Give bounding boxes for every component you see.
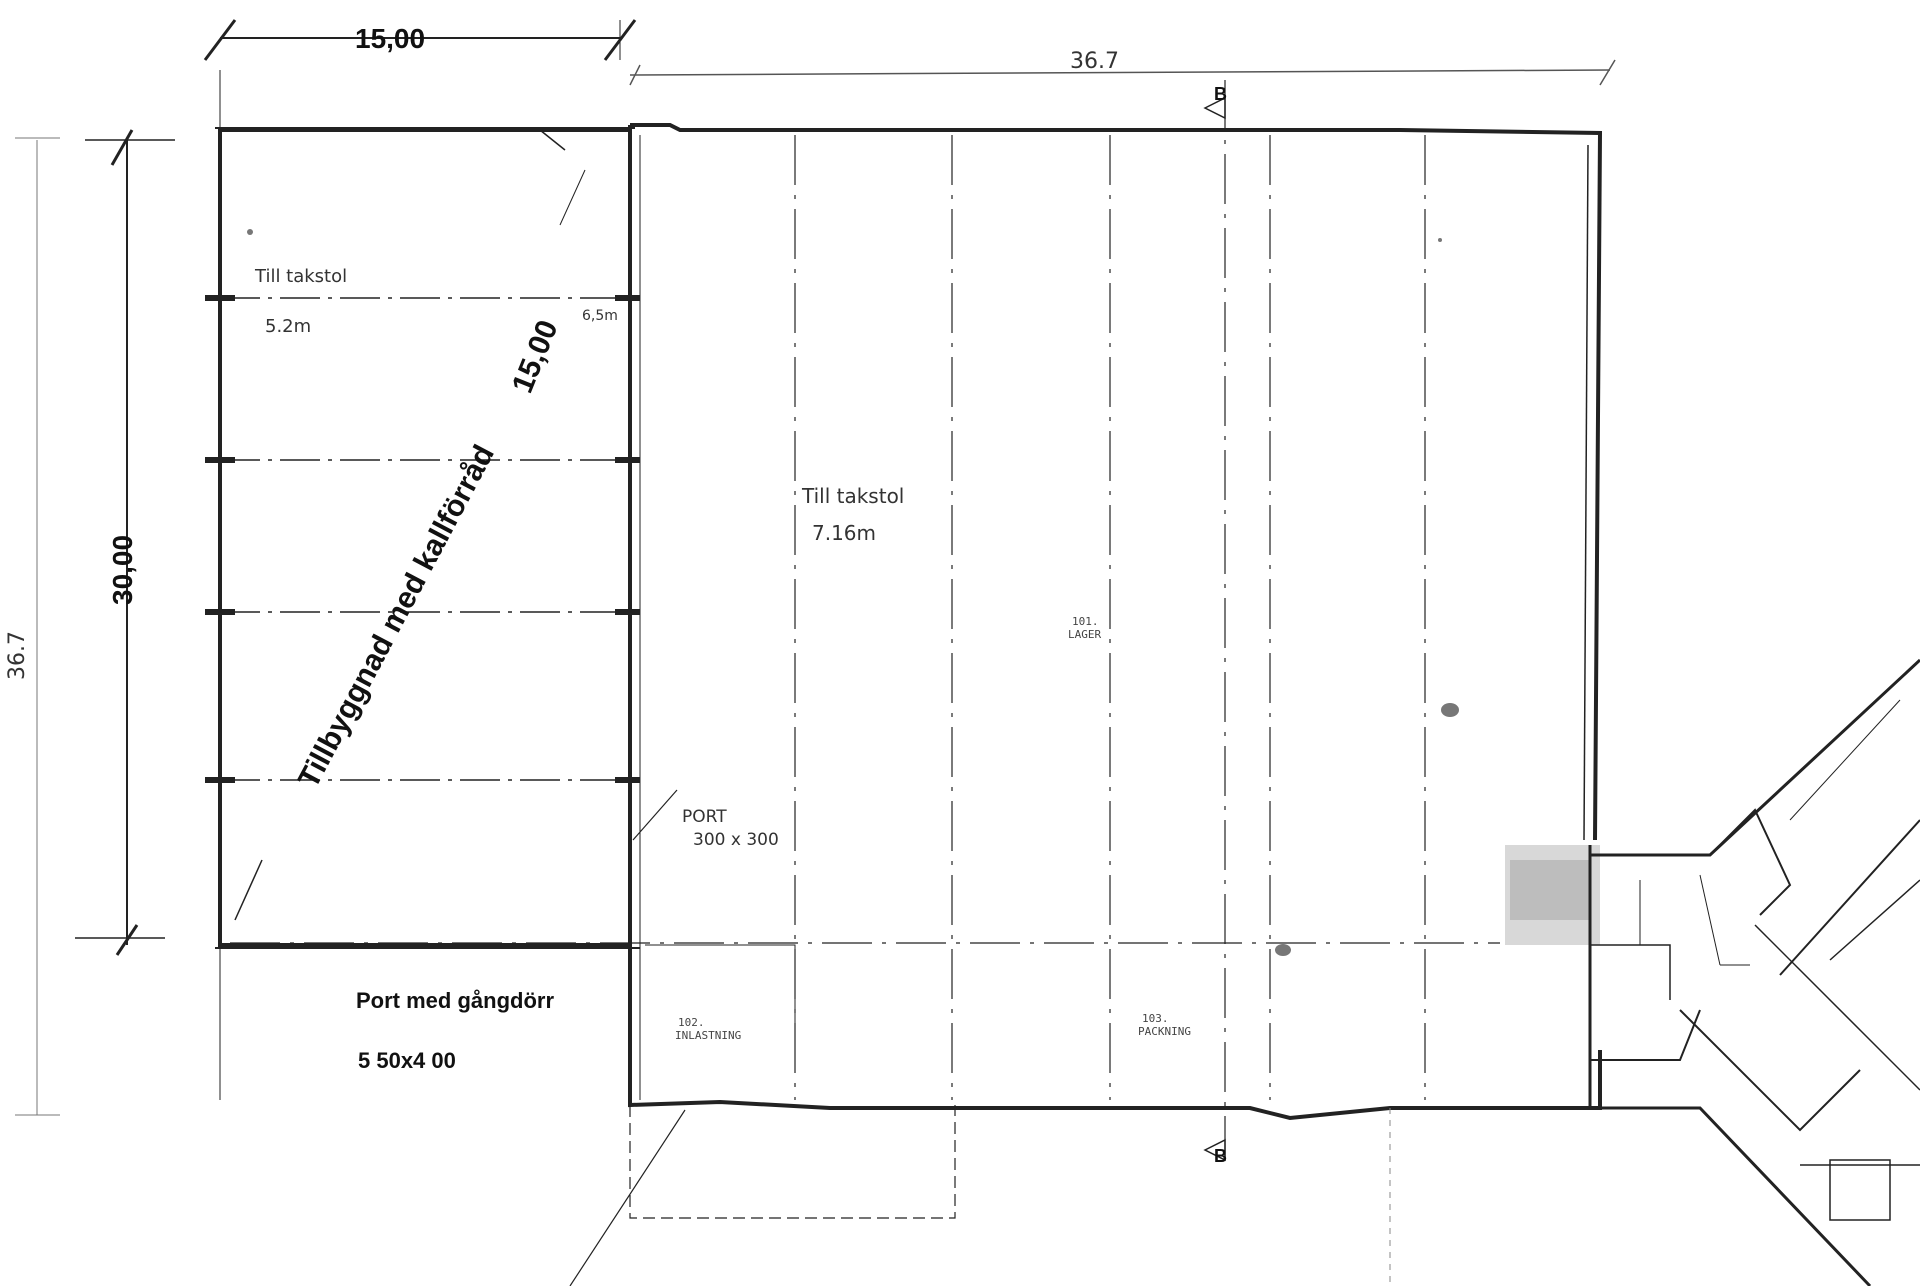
section-mark-top: B (1203, 84, 1227, 120)
svg-text:103.: 103. (1142, 1012, 1169, 1025)
addition-title: Tillbyggnad med kallförråd (292, 440, 501, 794)
room-inlastning: 102. INLASTNING (675, 1016, 741, 1042)
door-size: 5 50x4 00 (358, 1048, 456, 1073)
warehouse-ceiling-height: 7.16m (812, 521, 876, 545)
section-mark-bottom: B (1203, 1138, 1227, 1166)
dimension-top-addition: 15,00 (355, 23, 425, 54)
svg-text:LAGER: LAGER (1068, 628, 1101, 641)
dimension-left-total: 36.7 (5, 631, 30, 680)
svg-text:101.: 101. (1072, 615, 1099, 628)
addition-ceiling-label: Till takstol (254, 266, 347, 287)
office-wing (1505, 658, 1920, 1286)
dimension-small-height: 6,5m (582, 308, 618, 324)
svg-text:INLASTNING: INLASTNING (675, 1029, 741, 1042)
dimension-top-total: 36.7 (1070, 49, 1119, 74)
svg-text:B: B (1214, 84, 1227, 104)
port-label: PORT (682, 807, 727, 827)
dimension-lines (15, 19, 1616, 1116)
dimension-left-addition: 30,00 (107, 535, 138, 605)
warehouse-ceiling-label: Till takstol (801, 484, 904, 508)
port-size: 300 x 300 (693, 830, 779, 850)
svg-text:B: B (1214, 1146, 1227, 1166)
room-lager: 101. LAGER (1068, 615, 1101, 641)
room-packning: 103. PACKNING (1138, 1012, 1191, 1038)
warehouse-building (230, 80, 1603, 1286)
svg-text:102.: 102. (678, 1016, 705, 1029)
dimension-diagonal: 15,00 (506, 316, 565, 398)
ink-blots (247, 229, 1459, 956)
addition-ceiling-height: 5.2m (265, 316, 311, 337)
door-label: Port med gångdörr (356, 988, 554, 1013)
svg-text:PACKNING: PACKNING (1138, 1025, 1191, 1038)
